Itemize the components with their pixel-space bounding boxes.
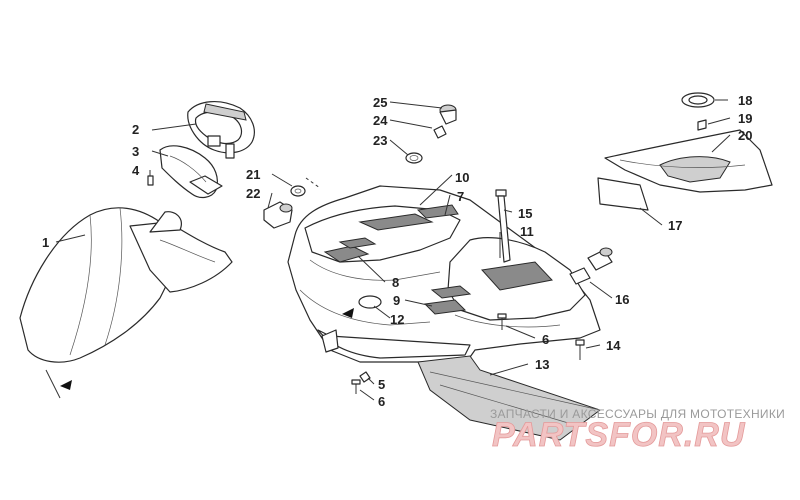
leader-lines	[45, 99, 731, 401]
part-23-washer	[405, 152, 423, 164]
callout-3: 3	[132, 144, 139, 159]
callout-6-left: 6	[378, 394, 385, 409]
callout-10: 10	[455, 170, 469, 185]
console-body	[287, 185, 602, 441]
callout-5: 5	[378, 377, 385, 392]
callout-17: 17	[668, 218, 682, 233]
arrow-left	[60, 380, 72, 390]
part-20-cover	[604, 129, 773, 193]
callout-23: 23	[373, 133, 387, 148]
callout-4: 4	[132, 163, 140, 178]
callout-11: 11	[520, 224, 534, 239]
callout-19: 19	[738, 111, 752, 126]
callout-9: 9	[393, 293, 400, 308]
part-22-connector	[263, 201, 293, 229]
part-17-plate	[597, 177, 649, 211]
watermark-tagline: ЗАПЧАСТИ И АКСЕССУАРЫ ДЛЯ МОТОТЕХНИКИ	[490, 407, 785, 421]
callout-2: 2	[132, 122, 139, 137]
callout-14: 14	[606, 338, 621, 353]
callout-20: 20	[738, 128, 752, 143]
callout-15: 15	[518, 206, 532, 221]
callout-13: 13	[535, 357, 549, 372]
callout-24: 24	[373, 113, 388, 128]
part-3-bracket	[159, 145, 223, 199]
callout-16: 16	[615, 292, 629, 307]
part-25-knob	[439, 104, 457, 125]
arrow-center	[342, 308, 354, 318]
part-6-screw-left	[351, 379, 361, 394]
part-16-switch	[569, 247, 613, 285]
part-21-grommet	[290, 185, 306, 197]
callout-22: 22	[246, 186, 260, 201]
part-18-cap	[681, 92, 715, 108]
part-19-pin	[697, 119, 707, 131]
callout-7: 7	[457, 189, 464, 204]
callout-6-right: 6	[542, 332, 549, 347]
callout-21: 21	[246, 167, 260, 182]
watermark-logo: PARTSFOR.RU	[492, 416, 746, 454]
part-6-screw-right	[497, 313, 507, 330]
callout-8: 8	[392, 275, 399, 290]
part-14-bolt	[575, 339, 585, 360]
callout-18: 18	[738, 93, 752, 108]
callout-1: 1	[42, 235, 49, 250]
part-1-fender	[19, 207, 233, 363]
part-2-headlight	[187, 101, 255, 159]
part-15-bolt	[495, 189, 511, 263]
callout-12: 12	[390, 312, 404, 327]
part-24-spring	[433, 125, 447, 139]
callout-25: 25	[373, 95, 387, 110]
part-5-fastener	[359, 371, 371, 383]
